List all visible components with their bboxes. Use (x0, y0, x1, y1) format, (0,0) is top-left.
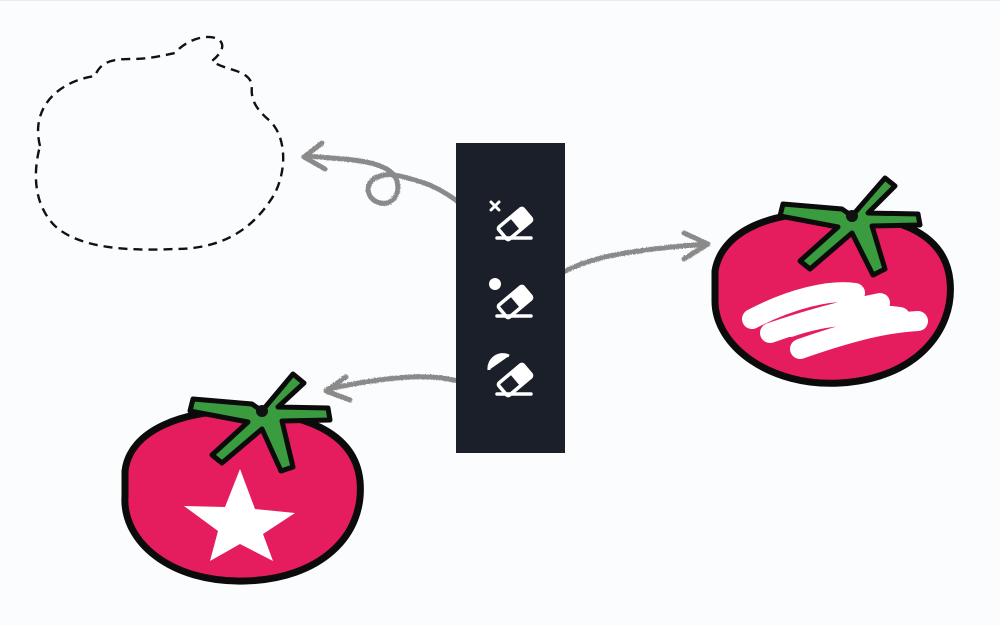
tomato-star-cutout (121, 371, 364, 585)
eraser-toolbar (456, 143, 565, 453)
eraser-clip-tool[interactable] (481, 346, 541, 406)
eraser-delete-tool[interactable] (481, 190, 541, 250)
arrow-to-erased-object (301, 140, 466, 209)
star-cutout (184, 469, 295, 561)
eraser-dot-icon (488, 278, 533, 320)
tomato-leaves (777, 175, 923, 278)
arrow-to-star-tomato (323, 374, 473, 403)
eraser-halfcircle-icon (486, 353, 533, 398)
painted-scribble (742, 282, 928, 359)
eraser-x-icon (489, 200, 533, 242)
tomato-leaves (187, 371, 333, 474)
tomato-painted-over (711, 175, 954, 387)
arrow-to-painted-tomato (537, 230, 711, 292)
eraser-paint-tool[interactable] (481, 268, 541, 328)
erased-object-outline (34, 35, 285, 251)
